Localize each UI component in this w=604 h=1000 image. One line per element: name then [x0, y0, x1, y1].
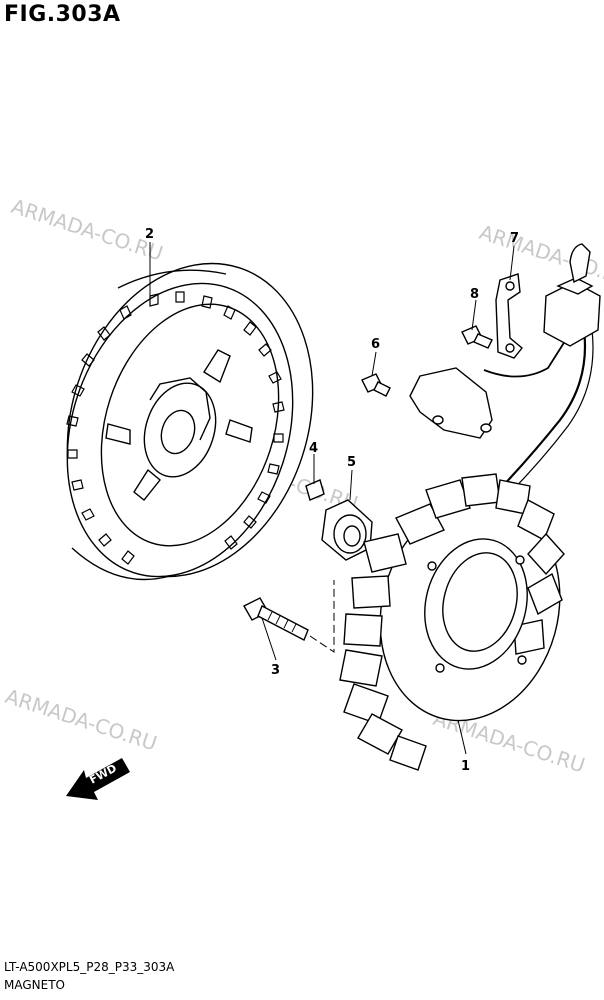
callout-4: 4 — [309, 441, 318, 456]
watermark: ARMADA-CO.RU — [8, 194, 166, 266]
figure-title: FIG.303A — [4, 2, 121, 27]
callout-3: 3 — [271, 663, 280, 678]
leader-lines — [149, 242, 515, 755]
woodruff-key — [305, 479, 325, 501]
callout-7: 7 — [510, 231, 519, 246]
diagram-name: MAGNETO — [4, 978, 65, 992]
callout-8: 8 — [470, 287, 479, 302]
diagram-code: LT-A500XPL5_P28_P33_303A — [4, 960, 175, 974]
callout-1: 1 — [461, 759, 470, 774]
bolt-install-line — [309, 580, 335, 653]
small-bolt — [361, 373, 391, 397]
stator-bolt — [243, 597, 309, 641]
forward-direction-arrow: FWD — [66, 758, 130, 800]
callout-6: 6 — [371, 337, 380, 352]
flywheel-rotor — [66, 262, 314, 581]
flywheel-nut — [321, 499, 373, 561]
wire-clamp — [495, 273, 523, 359]
clamp-bolt — [461, 325, 493, 349]
callout-2: 2 — [145, 227, 154, 242]
callout-5: 5 — [347, 455, 356, 470]
watermark: ARMADA-CO.RU — [2, 684, 160, 756]
stator-coil — [339, 243, 601, 771]
